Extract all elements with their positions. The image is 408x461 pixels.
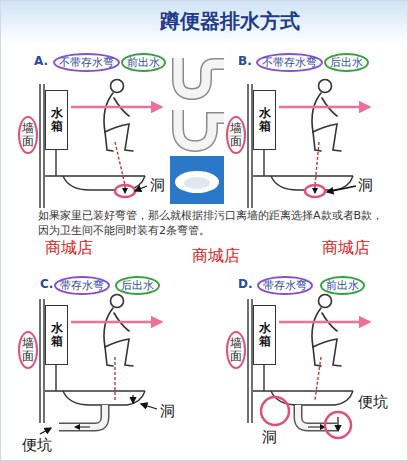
node-text: 不带存水弯	[262, 55, 317, 70]
trap-tag: 不带存水弯	[256, 53, 323, 72]
panel-a-figure	[40, 80, 161, 209]
node-text: 不带存水弯	[59, 55, 114, 70]
node-text: 前出水	[127, 55, 160, 70]
node-text: 墙面	[230, 337, 242, 363]
water-tank-box: 水箱	[45, 90, 68, 150]
water-tank-box: 水箱	[253, 305, 276, 365]
node-text: 墙面	[22, 122, 34, 148]
diagram-title: 蹲便器排水方式	[120, 8, 340, 35]
node-text: 墙面	[22, 337, 34, 363]
pit-label: 便坑	[22, 436, 52, 455]
trap-tag: 带存水弯	[257, 276, 313, 295]
shop-watermark: 商城店	[322, 238, 370, 259]
wall-tag: 墙面	[18, 331, 38, 369]
panel-d-figure	[248, 295, 369, 439]
wall-tag: 墙面	[226, 331, 246, 369]
water-tank-box: 水箱	[45, 305, 68, 365]
node-text: 水箱	[51, 107, 63, 133]
node-text: 水箱	[259, 107, 271, 133]
hole-label: 洞	[262, 428, 277, 447]
node-text: 前出水	[326, 278, 359, 293]
shop-watermark: 商城店	[45, 238, 93, 259]
node-text: 后出水	[330, 55, 363, 70]
hole-label: 洞	[358, 176, 373, 195]
node-text: 墙面	[230, 122, 242, 148]
panel-letter: B.	[238, 54, 252, 68]
trap-tag: 带存水弯	[54, 276, 110, 295]
panel-b-figure	[248, 80, 369, 209]
panel-letter: D.	[238, 277, 253, 291]
outlet-tag: 前出水	[121, 53, 166, 72]
title-band	[0, 0, 408, 44]
node-text: 水箱	[259, 322, 271, 348]
panel-letter: C.	[40, 277, 53, 291]
shop-watermark: 商城店	[192, 246, 240, 267]
note-text: 如果家里已装好弯管，那么就根据排污口离墙的距离选择A款或者B款，因为卫生间不能同…	[38, 208, 390, 238]
node-text: 带存水弯	[60, 278, 104, 293]
water-tank-box: 水箱	[253, 90, 276, 150]
node-text: 带存水弯	[263, 278, 307, 293]
hole-label: 洞	[160, 402, 175, 421]
trap-tag: 不带存水弯	[53, 53, 120, 72]
panel-letter: A.	[34, 54, 48, 68]
outlet-tag: 后出水	[115, 276, 160, 295]
outlet-tag: 前出水	[320, 276, 365, 295]
wall-tag: 墙面	[226, 116, 246, 154]
node-text: 后出水	[121, 278, 154, 293]
pipe-pictures	[170, 58, 224, 204]
wall-tag: 墙面	[18, 116, 38, 154]
hole-label: 洞	[150, 176, 165, 195]
pit-label: 便坑	[358, 393, 388, 412]
outlet-tag: 后出水	[324, 53, 369, 72]
node-text: 水箱	[51, 322, 63, 348]
panel-c-figure	[40, 295, 161, 435]
